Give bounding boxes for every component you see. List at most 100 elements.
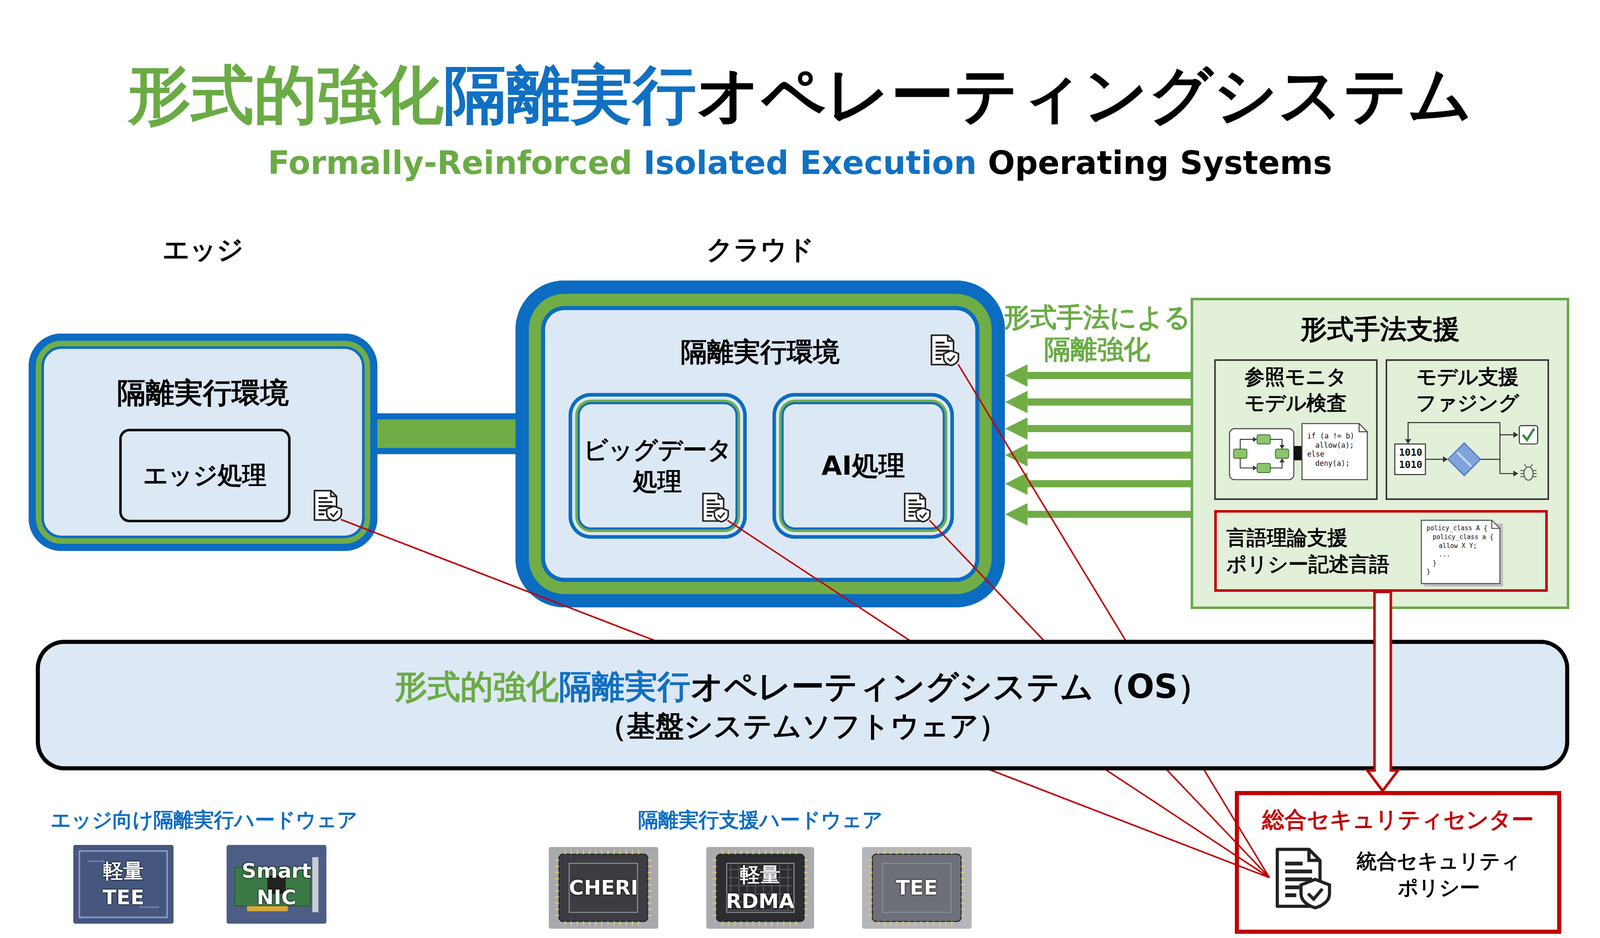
bug-legs [1520,464,1537,477]
document-shield-icon [1269,846,1333,910]
arrow-head [1004,443,1028,467]
shield [916,507,931,522]
support-panel: 形式手法支援参照モニタ モデル検査 モデル支援 ファジング言語理論支援 ポリシー記… [1190,297,1570,610]
flow-frame [1229,428,1294,480]
document-fold [948,335,954,342]
text-slot: 総合セキュリティセンター [1234,805,1562,835]
node-text: 形式手法支援 [1300,312,1460,347]
policy-code-line: ... [1438,550,1451,559]
chip-body [559,854,649,922]
hardware-tile: CHERI [548,846,658,929]
document-shield-icon [310,488,344,522]
environment-box: クラウド隔離実行環境ビッグデータ 処理AI処理 [515,280,1006,607]
document-shield-icon [900,491,932,523]
arrow-connector [1004,502,1191,526]
arrow-head [1004,364,1028,387]
arrow-head [1405,438,1412,444]
arrow-shaft [1027,371,1192,380]
policy-line [958,364,1270,878]
node-heading: クラウド [706,232,815,268]
text-slot: 隔離実行環境 [680,334,840,370]
policy-code-line: policy_class A { [1426,524,1488,532]
binary-digits: 1010 [1399,446,1423,459]
environment-box: エッジ隔離実行環境エッジ処理 [28,333,378,551]
node-text: 言語理論支援 ポリシー記述言語 [1226,524,1390,578]
shield-check [919,512,927,518]
illustration [706,846,815,929]
node-heading: 形式的強化隔離実行オペレーティングシステム（OS） [394,665,1211,708]
node-heading: エッジ [162,232,244,268]
chip-body [716,854,805,922]
node-text: 軽量 TEE [102,857,145,911]
arrow-connector [1367,591,1399,791]
arrow-connector [1004,443,1191,467]
card-fold [1491,520,1500,529]
arrow-head [1004,390,1028,414]
arrow-head [1513,470,1519,477]
arrow-head [1004,502,1028,526]
document-fold [330,490,337,497]
text-slot: 軽量 TEE [102,857,145,911]
arrow-head [1004,472,1028,495]
hardware-tile: 軽量 RDMA [706,846,815,929]
illustration [1214,510,1548,592]
method-box: 参照モニタ モデル検査 [1214,359,1378,500]
policy-connector [958,364,1270,878]
bug-body [1523,466,1534,480]
document-fold [1308,849,1320,861]
check-mark [1522,428,1535,441]
hardware-tile: 軽量 TEE [73,844,174,924]
shield [943,350,959,366]
arrow-head [1513,431,1519,439]
code-line: else [1307,449,1325,459]
policy-code-line: } [1432,559,1437,567]
node-text: 軽量 RDMA [725,861,795,915]
link-connector [369,433,524,434]
node-text: CHERI [568,874,639,901]
arrow-head [1442,456,1448,463]
text-slot: CHERI [568,874,639,901]
node-heading: 総合セキュリティセンター [1262,805,1534,835]
node-text: モデル支援 ファジング [1415,363,1520,417]
text-slot: エッジ処理 [143,459,267,492]
node-text: エッジ処理 [143,459,267,492]
chip-pins [555,849,652,926]
node-text: AI処理 [821,448,906,484]
chip-body [872,854,962,922]
node-text: 統合セキュリティ ポリシー [1356,847,1521,901]
edge-label: 形式手法による 隔離強化 [1003,301,1191,366]
chip-pins [868,849,966,926]
flow-state [1275,448,1289,459]
method-box: モデル支援 ファジング [1385,359,1550,500]
board-frame [79,851,168,918]
policy-connector [340,519,1270,878]
subtitle: Formally-Reinforced Isolated Execution O… [267,144,1333,183]
binary-digits: 1010 [1399,459,1423,471]
text-slot: AI処理 [821,448,906,484]
text-slot: （基盤システムソフトウェア） [598,707,1008,745]
shield-check [947,355,955,362]
text-slot: モデル支援 ファジング [1415,363,1520,417]
link-block [1293,446,1302,461]
arrow-shaft [1027,398,1192,406]
node-text: 参照モニタ モデル検査 [1244,363,1347,417]
hollow-arrow [1367,591,1399,791]
shield-check [1308,888,1323,899]
text-slot: 言語理論支援 ポリシー記述言語 [1226,524,1390,578]
node-text: Smart NIC [241,857,312,911]
text-slot: 参照モニタ モデル検査 [1244,363,1347,417]
shield [714,507,729,522]
code-line: allow(a); [1315,440,1355,450]
arrow-head [1279,458,1285,463]
flow-state [1257,434,1271,444]
check-box [1519,425,1539,444]
link-bar-core [369,419,524,449]
process-box: エッジ処理 [119,428,291,523]
shield-check [330,510,338,517]
arrow-shaft [1027,510,1192,519]
arrow-head [1004,417,1028,440]
arrow-shaft [1027,424,1192,433]
binary-box [1394,443,1426,475]
text-slot: 形式手法支援 [1300,312,1460,347]
